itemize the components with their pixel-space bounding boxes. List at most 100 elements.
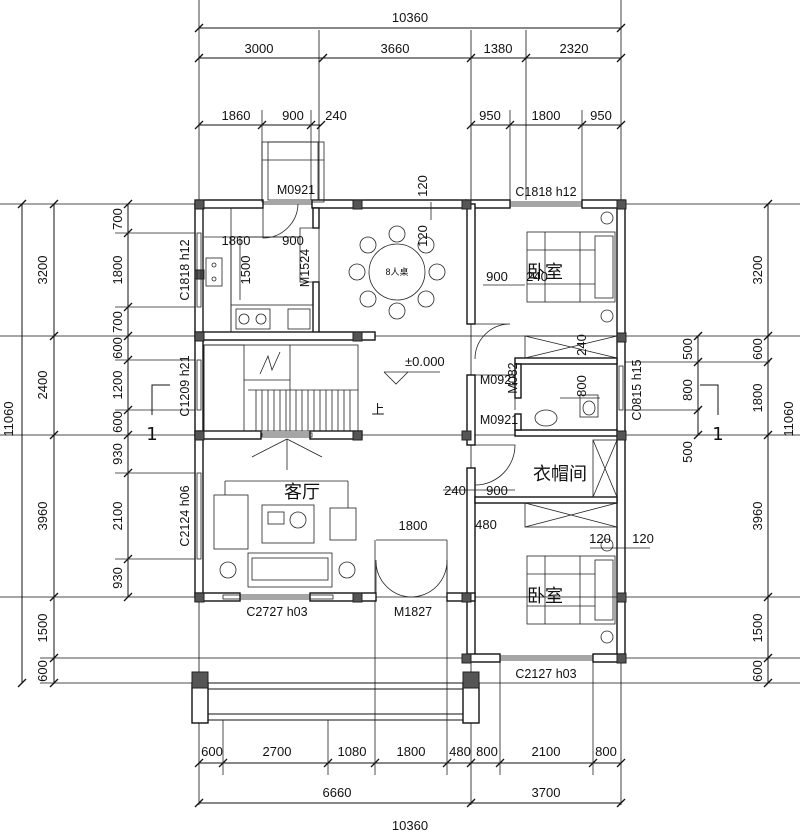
right-inner-dim-3: 500 bbox=[680, 441, 695, 463]
level-label: ±0.000 bbox=[405, 354, 445, 369]
stair-treads bbox=[255, 390, 351, 431]
left-inner-dim-6: 600 bbox=[110, 411, 125, 433]
dim-900-a: 900 bbox=[486, 269, 508, 284]
table-label: 8人桌 bbox=[385, 266, 408, 277]
left-inner-dim-5: 1200 bbox=[110, 371, 125, 400]
top-dim-bed-2: 1800 bbox=[532, 108, 561, 123]
left-inner-dim-1: 700 bbox=[110, 208, 125, 230]
bottom-dim-4: 1800 bbox=[397, 744, 426, 759]
label-m0921-top: M0921 bbox=[277, 183, 315, 197]
top-dim-kitchen-1: 1860 bbox=[222, 108, 251, 123]
left-dimensions: 11060 3200 2400 3960 1500 600 700 1800 7… bbox=[1, 199, 199, 688]
left-dim-4: 1500 bbox=[35, 614, 50, 643]
label-c2124: C2124 h06 bbox=[178, 485, 192, 546]
right-dim-2: 600 bbox=[750, 338, 765, 360]
right-dim-5: 1500 bbox=[750, 614, 765, 643]
inner-dimensions: 1860 900 1500 120 120 900 240 240 800 24… bbox=[204, 175, 654, 549]
dim-480: 480 bbox=[475, 517, 497, 532]
dim-120-a: 120 bbox=[415, 225, 430, 247]
bottom-dim-8: 800 bbox=[595, 744, 617, 759]
level-marker: ±0.000 bbox=[383, 354, 445, 385]
label-m0821: M082 bbox=[506, 362, 520, 393]
label-m1524: M1524 bbox=[298, 249, 312, 287]
cloakroom: 衣帽间 bbox=[524, 439, 618, 528]
label-c1818-left: C1818 h12 bbox=[178, 239, 192, 300]
top-dim-2: 3660 bbox=[381, 41, 410, 56]
top-dim-kitchen-3: 240 bbox=[325, 108, 347, 123]
bedroom-top: 卧室 bbox=[524, 211, 618, 359]
room-cloakroom: 衣帽间 bbox=[533, 464, 587, 485]
top-dim-kitchen-2: 900 bbox=[282, 108, 304, 123]
left-dim-5: 600 bbox=[35, 660, 50, 682]
top-dim-3: 1380 bbox=[484, 41, 513, 56]
dim-1800: 1800 bbox=[399, 518, 428, 533]
bottom-dim-1: 600 bbox=[201, 744, 223, 759]
right-inner-dim-2: 800 bbox=[680, 379, 695, 401]
bottom-dim-left-total: 6660 bbox=[323, 785, 352, 800]
top-dim-4: 2320 bbox=[560, 41, 589, 56]
stair-up-label: 上 bbox=[371, 402, 384, 417]
top-overall-dim: 10360 bbox=[392, 10, 428, 25]
left-inner-dim-9: 930 bbox=[110, 567, 125, 589]
left-inner-dim-3: 700 bbox=[110, 311, 125, 333]
dining-table: 8人桌 bbox=[348, 225, 446, 320]
dim-240-c: 240 bbox=[444, 483, 466, 498]
right-dim-4: 3960 bbox=[750, 502, 765, 531]
bottom-dim-right-total: 3700 bbox=[532, 785, 561, 800]
right-inner-dim-1: 500 bbox=[680, 338, 695, 360]
label-c1209: C1209 h21 bbox=[178, 355, 192, 416]
room-living: 客厅 bbox=[284, 482, 320, 503]
right-dimensions: 11060 3200 600 1800 3960 1500 600 500 80… bbox=[621, 199, 796, 688]
dim-120-c: 120 bbox=[632, 531, 654, 546]
left-inner-dim-2: 1800 bbox=[110, 256, 125, 285]
bottom-dim-7: 2100 bbox=[532, 744, 561, 759]
dim-120-b: 120 bbox=[589, 531, 611, 546]
doors bbox=[262, 203, 516, 598]
rear-steps bbox=[261, 141, 325, 203]
dim-120-top: 120 bbox=[415, 175, 430, 197]
label-c1818-top: C1818 h12 bbox=[515, 185, 576, 199]
bottom-dimensions: 600 2700 1080 1800 480 800 2100 800 6660… bbox=[194, 540, 626, 833]
right-dim-1: 3200 bbox=[750, 256, 765, 285]
axis-grid bbox=[0, 0, 800, 805]
bottom-dim-3: 1080 bbox=[338, 744, 367, 759]
left-inner-dim-8: 2100 bbox=[110, 502, 125, 531]
bottom-dim-2: 2700 bbox=[263, 744, 292, 759]
label-m1827: M1827 bbox=[394, 605, 432, 619]
bathroom bbox=[534, 394, 600, 427]
section-markers: 1 1 bbox=[146, 384, 724, 445]
top-dim-bed-3: 950 bbox=[590, 108, 612, 123]
dim-900-b: 900 bbox=[486, 483, 508, 498]
opening-labels: M0921 C1818 h12 C1818 h12 M1524 C1209 h2… bbox=[178, 183, 644, 681]
bottom-overall-dim: 10360 bbox=[392, 818, 428, 833]
label-m0921-b: M0921 bbox=[480, 413, 518, 427]
label-m0921-a: M0921 bbox=[480, 373, 518, 387]
label-c2727: C2727 h03 bbox=[246, 605, 307, 619]
top-dim-bed-1: 950 bbox=[479, 108, 501, 123]
right-dim-3: 1800 bbox=[750, 384, 765, 413]
bottom-dim-6: 800 bbox=[476, 744, 498, 759]
dim-kitchen-w1: 1860 bbox=[222, 233, 251, 248]
dim-240-b: 240 bbox=[574, 334, 589, 356]
dim-240-a: 240 bbox=[526, 269, 548, 284]
right-dim-6: 600 bbox=[750, 660, 765, 682]
section-left: 1 bbox=[146, 424, 157, 445]
label-c2127: C2127 h03 bbox=[515, 667, 576, 681]
dim-kitchen-w2: 900 bbox=[282, 233, 304, 248]
bottom-dim-5: 480 bbox=[449, 744, 471, 759]
left-dim-3: 3960 bbox=[35, 502, 50, 531]
columns bbox=[191, 199, 627, 689]
room-bedroom-bottom: 卧室 bbox=[527, 586, 563, 607]
left-inner-dim-4: 600 bbox=[110, 337, 125, 359]
right-overall-dim: 11060 bbox=[781, 401, 796, 436]
left-overall-dim: 11060 bbox=[1, 401, 16, 436]
label-c0815: C0815 h15 bbox=[630, 359, 644, 420]
dim-800: 800 bbox=[574, 375, 589, 397]
room-bedroom-top: 卧室 bbox=[527, 262, 563, 283]
left-inner-dim-7: 930 bbox=[110, 443, 125, 465]
living-furniture: 客厅 bbox=[213, 438, 357, 588]
kitchen-fixtures bbox=[202, 207, 314, 333]
bedroom-bottom: 卧室 bbox=[526, 538, 616, 644]
